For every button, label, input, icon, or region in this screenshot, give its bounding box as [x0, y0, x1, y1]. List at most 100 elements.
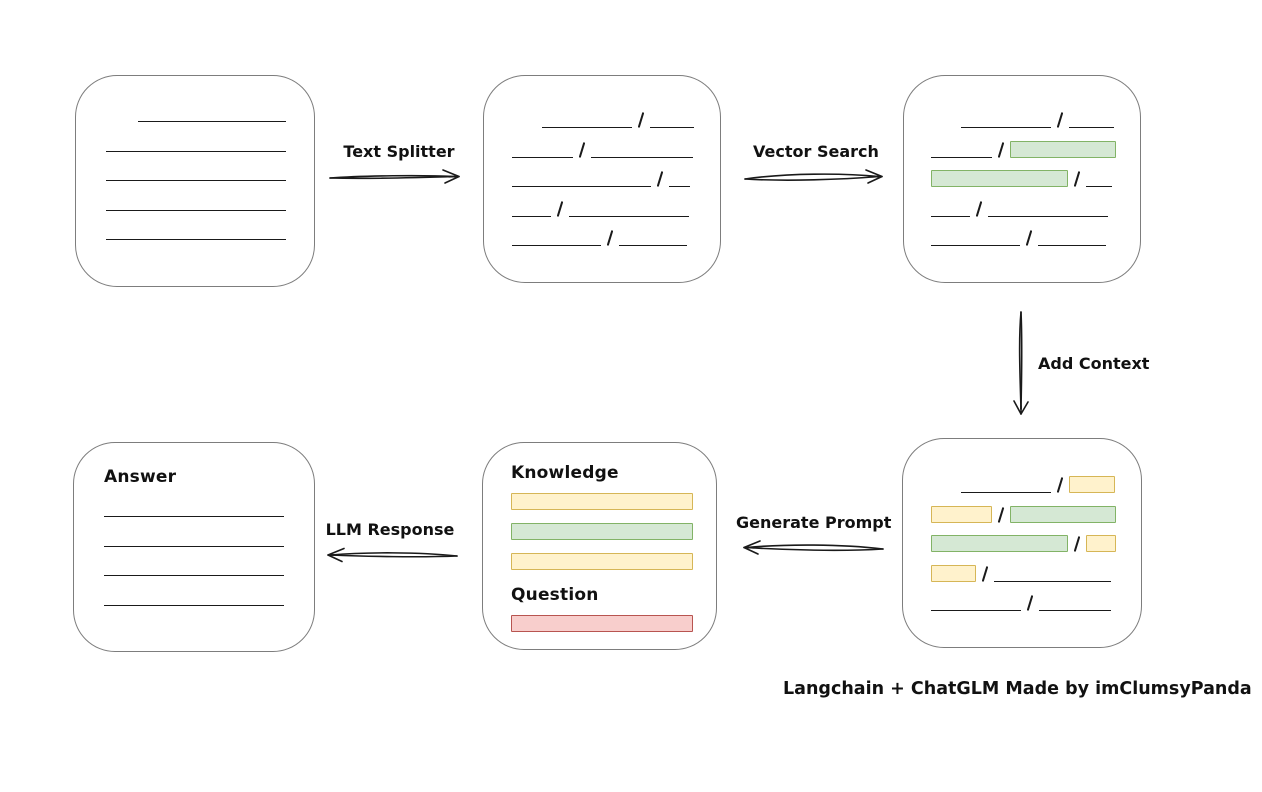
mock-text-row: [74, 558, 314, 576]
text-line: [512, 186, 651, 187]
slash-separator: [1073, 536, 1081, 552]
green-highlight-box: [931, 170, 1068, 187]
yellow-highlight-box: [931, 505, 992, 523]
slash-separator: [1026, 595, 1034, 611]
text-line: [650, 127, 695, 128]
text-line: [961, 127, 1051, 128]
slash-separator: [656, 171, 664, 187]
slash-separator: [556, 200, 564, 217]
text-line: [669, 186, 691, 187]
mock-text-row: [484, 228, 720, 246]
mock-text-row: [74, 499, 314, 517]
vector-search-result-card: [903, 75, 1141, 283]
slash-separator: [578, 141, 586, 158]
left-arrow-icon: [743, 540, 884, 555]
mock-text-row: [484, 110, 720, 128]
question-bar: [483, 614, 716, 632]
text-line: [104, 604, 284, 606]
split-text-card: [483, 75, 721, 283]
text-line: [569, 215, 690, 217]
text-line: [542, 127, 632, 128]
mock-text-row: [904, 110, 1140, 128]
text-line: [1038, 245, 1107, 246]
mock-text-row: [76, 222, 314, 240]
generate-prompt-arrow-group: Generate Prompt: [736, 513, 891, 563]
prompt-card: Knowledge Question: [482, 442, 717, 650]
text-line: [104, 516, 284, 517]
text-line: [931, 156, 992, 158]
right-arrow-icon: [329, 169, 460, 184]
text-line: [106, 239, 286, 240]
mock-text-row: [484, 199, 720, 217]
vector-search-arrow-group: Vector Search: [742, 142, 890, 194]
text-line: [1069, 127, 1115, 128]
text-line: [619, 245, 688, 246]
text-line: [106, 209, 286, 211]
slash-separator: [637, 112, 645, 128]
slash-separator: [997, 506, 1005, 523]
answer-lines: [74, 499, 314, 606]
text-line: [512, 156, 573, 158]
text-line: [931, 610, 1021, 611]
mock-text-row: [483, 522, 716, 540]
text-line: [591, 156, 694, 158]
text-line: [994, 580, 1112, 582]
mock-text-row: [904, 199, 1140, 217]
down-arrow-icon: [1013, 311, 1029, 415]
llm-response-arrow-group: LLM Response: [320, 520, 460, 570]
red-highlight-box: [511, 615, 693, 632]
slash-separator: [997, 141, 1005, 158]
text-line: [1039, 610, 1112, 611]
text-line: [512, 215, 551, 217]
mock-text-row: [903, 505, 1141, 523]
mock-text-row: [904, 228, 1140, 246]
add-context-label: Add Context: [1038, 354, 1150, 373]
mock-text-row: [904, 169, 1140, 187]
knowledge-label: Knowledge: [511, 463, 619, 483]
mock-text-row: [483, 552, 716, 570]
add-context-arrow-group: Add Context: [1004, 310, 1164, 425]
text-line: [106, 180, 286, 181]
mock-text-row: [483, 492, 716, 510]
green-highlight-box: [931, 535, 1068, 552]
text-line: [961, 492, 1051, 493]
yellow-highlight-box: [511, 553, 693, 570]
green-highlight-box: [1010, 505, 1117, 523]
credit-caption: Langchain + ChatGLM Made by imClumsyPand…: [783, 679, 1252, 699]
context-lines: [903, 439, 1141, 611]
slash-separator: [975, 200, 983, 217]
text-line: [138, 121, 286, 122]
text-line: [931, 245, 1020, 246]
slash-separator: [1073, 171, 1081, 187]
llm-response-label: LLM Response: [325, 520, 455, 539]
mock-text-row: [484, 140, 720, 158]
mock-text-row: [903, 534, 1141, 552]
text-line: [512, 245, 601, 246]
vector-search-label: Vector Search: [753, 142, 879, 161]
mock-text-row: [76, 163, 314, 181]
text-line: [931, 215, 970, 217]
mock-text-row: [904, 140, 1140, 158]
mock-text-row: [76, 104, 314, 122]
answer-label: Answer: [104, 467, 177, 487]
knowledge-bars: [483, 492, 716, 570]
yellow-highlight-box: [931, 564, 976, 582]
mock-text-row: [74, 588, 314, 606]
slash-separator: [606, 230, 614, 246]
document-lines: [76, 76, 314, 240]
mock-text-row: [903, 475, 1141, 493]
right-arrow-icon: [744, 169, 883, 184]
split-text-lines: [484, 76, 720, 246]
text-line: [104, 545, 284, 547]
question-label: Question: [511, 585, 599, 605]
slash-separator: [1056, 112, 1064, 128]
green-highlight-box: [511, 523, 693, 540]
text-line: [106, 150, 286, 152]
left-arrow-icon: [327, 547, 458, 563]
yellow-highlight-box: [1086, 535, 1117, 552]
mock-text-row: [76, 193, 314, 211]
text-splitter-label: Text Splitter: [343, 142, 455, 161]
slash-separator: [1025, 230, 1033, 246]
mock-text-row: [74, 529, 314, 547]
slash-separator: [1056, 477, 1064, 493]
